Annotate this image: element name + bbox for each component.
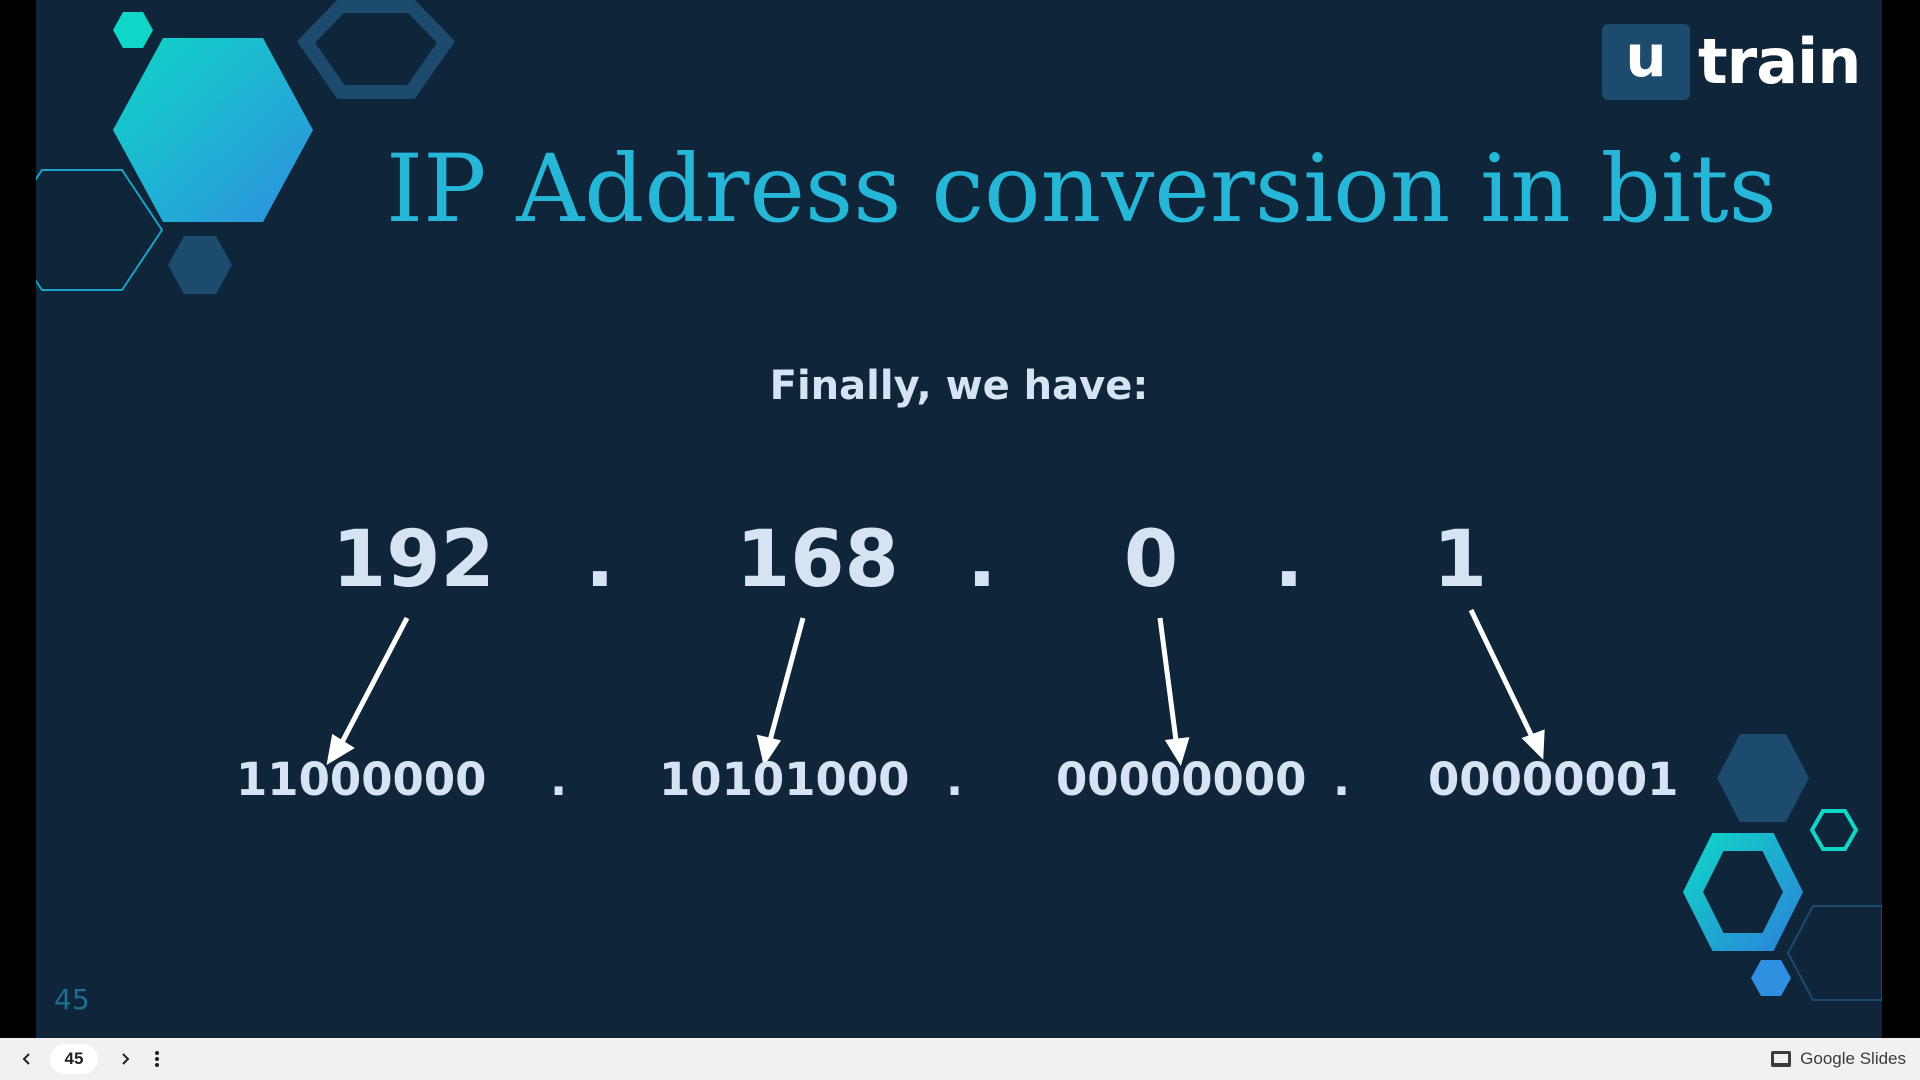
arrow-icons	[326, 608, 1545, 767]
google-slides-link[interactable]: Google Slides	[1770, 1038, 1906, 1080]
hexagon-decoration	[36, 0, 1882, 1001]
viewer-toolbar: 45 Google Slides	[0, 1038, 1920, 1080]
binary-octet-4: 00000001	[1428, 753, 1679, 806]
separator-dot: .	[1274, 515, 1304, 605]
more-options-button[interactable]	[142, 1044, 172, 1074]
slide-title: IP Address conversion in bits	[386, 135, 1777, 244]
octet-3: 0	[1123, 515, 1179, 605]
octet-4: 1	[1432, 515, 1488, 605]
brand-label: Google Slides	[1800, 1049, 1906, 1068]
chevron-right-icon	[122, 1053, 130, 1065]
binary-octet-2: 10101000	[659, 753, 910, 806]
slides-icon	[1771, 1051, 1792, 1067]
separator-dot: .	[1333, 753, 1351, 806]
logo-word: train	[1698, 25, 1861, 98]
more-vert-icon	[155, 1051, 159, 1067]
previous-slide-button[interactable]	[12, 1044, 42, 1074]
logo-mark: u	[1602, 24, 1690, 100]
binary-octet-1: 11000000	[236, 753, 487, 806]
separator-dot: .	[967, 515, 997, 605]
slide-subtitle: Finally, we have:	[769, 363, 1149, 409]
page-number-input[interactable]: 45	[50, 1044, 98, 1074]
slide: u train IP Address conversion in bits Fi…	[36, 0, 1882, 1038]
separator-dot: .	[946, 753, 964, 806]
chevron-left-icon	[22, 1053, 30, 1065]
slide-number: 45	[54, 983, 90, 1016]
separator-dot: .	[585, 515, 615, 605]
octet-2: 168	[736, 515, 899, 605]
octet-1: 192	[332, 515, 495, 605]
separator-dot: .	[550, 753, 568, 806]
binary-octet-3: 00000000	[1056, 753, 1307, 806]
utrain-logo: u train	[1602, 24, 1861, 100]
next-slide-button[interactable]	[110, 1044, 140, 1074]
